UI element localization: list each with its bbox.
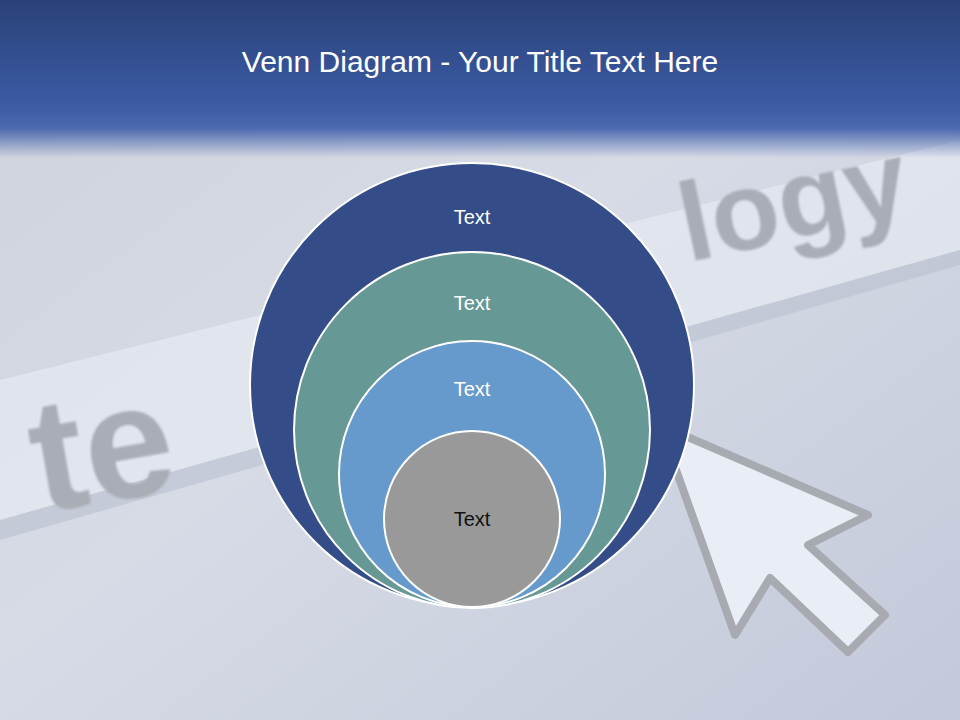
watermark-text: logy — [669, 123, 917, 280]
circle-label: Text — [338, 377, 606, 401]
venn-circle: TextTextText — [293, 251, 651, 609]
circle-shape — [250, 163, 694, 607]
slide-title: Venn Diagram - Your Title Text Here — [0, 42, 960, 82]
circle-label: Text — [293, 291, 651, 315]
circle-label: Text — [249, 205, 695, 229]
venn-circle: TextTextTextText — [249, 162, 695, 608]
circle-label: Text — [383, 507, 561, 531]
venn-circle: Text — [383, 430, 561, 608]
header-band — [0, 0, 960, 128]
circle-shape — [339, 341, 605, 607]
circle-shape — [294, 252, 650, 608]
cursor-arrow — [660, 425, 885, 652]
watermark-text: te — [17, 356, 185, 538]
circle-shape — [384, 431, 560, 607]
venn-circle: TextText — [338, 340, 606, 608]
